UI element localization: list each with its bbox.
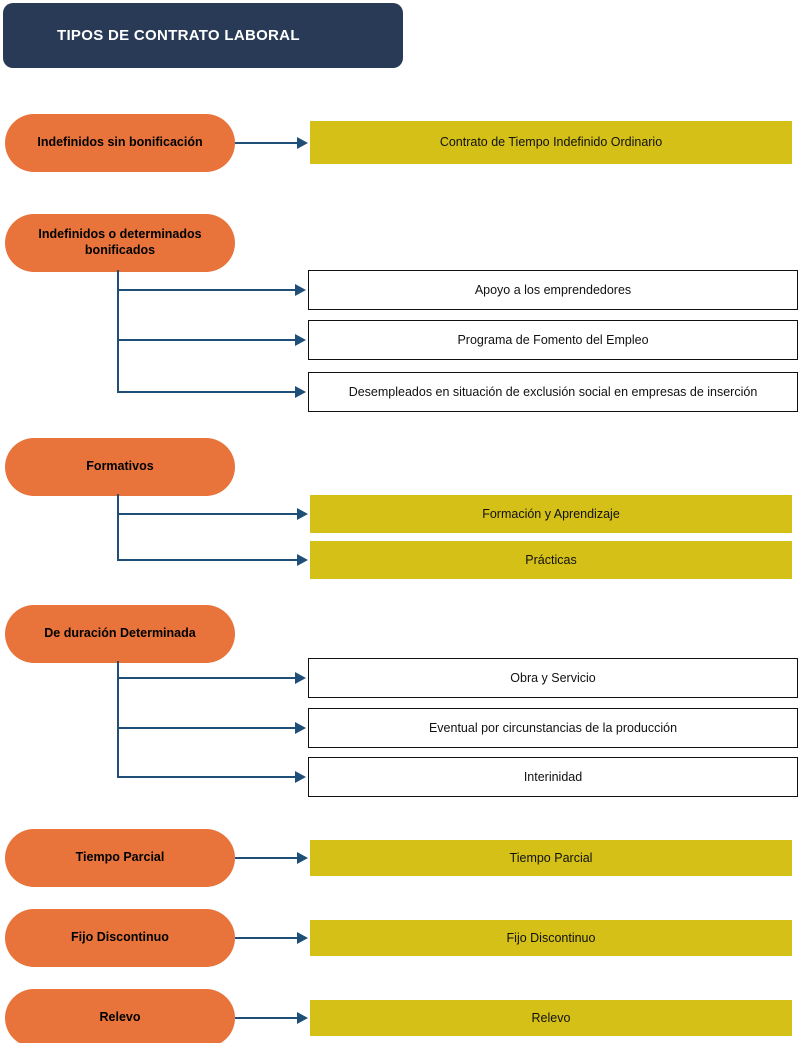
item-bar-3-1[interactable]: Eventual por circunstancias de la produc… — [308, 708, 798, 748]
category-pill-5[interactable]: Fijo Discontinuo — [5, 909, 235, 967]
category-pill-3[interactable]: De duración Determinada — [5, 605, 235, 663]
connector-line-6-0 — [235, 1017, 297, 1019]
connector-arrowhead-0-0 — [297, 136, 308, 149]
item-bar-label: Interinidad — [523, 769, 583, 784]
category-pill-label: Formativos — [86, 459, 154, 474]
item-bar-label: Apoyo a los emprendedores — [474, 282, 632, 297]
item-bar-label: Programa de Fomento del Empleo — [457, 332, 649, 347]
item-bar-label: Fijo Discontinuo — [506, 930, 596, 945]
connector-trunk-3 — [117, 661, 119, 777]
diagram-title-banner: TIPOS DE CONTRATO LABORAL — [3, 3, 403, 68]
connector-arrowhead-1-0 — [295, 284, 306, 296]
connector-line-2-1 — [117, 559, 297, 561]
item-bar-0-0[interactable]: Contrato de Tiempo Indefinido Ordinario — [310, 121, 792, 164]
connector-arrowhead-4-0 — [297, 852, 308, 864]
item-bar-label: Formación y Aprendizaje — [482, 506, 620, 521]
category-pill-label: Relevo — [99, 1010, 141, 1025]
item-bar-1-0[interactable]: Apoyo a los emprendedores — [308, 270, 798, 310]
item-bar-label: Contrato de Tiempo Indefinido Ordinario — [439, 135, 663, 149]
category-pill-label: Fijo Discontinuo — [71, 930, 169, 945]
connector-line-5-0 — [235, 937, 297, 939]
connector-line-3-2 — [117, 776, 295, 778]
item-bar-label: Desempleados en situación de exclusión s… — [348, 384, 758, 399]
item-bar-label: Prácticas — [525, 552, 577, 567]
connector-line-3-0 — [117, 677, 295, 679]
item-bar-3-2[interactable]: Interinidad — [308, 757, 798, 797]
connector-line-2-0 — [117, 513, 297, 515]
connector-line-3-1 — [117, 727, 295, 729]
item-bar-5-0[interactable]: Fijo Discontinuo — [310, 920, 792, 956]
category-pill-4[interactable]: Tiempo Parcial — [5, 829, 235, 887]
category-pill-label: De duración Determinada — [44, 626, 196, 641]
connector-arrowhead-1-2 — [295, 386, 306, 398]
connector-arrowhead-3-1 — [295, 722, 306, 734]
connector-arrowhead-3-0 — [295, 672, 306, 684]
item-bar-6-0[interactable]: Relevo — [310, 1000, 792, 1036]
category-pill-label: Indefinidos o determinados bonificados — [38, 227, 202, 257]
connector-arrowhead-1-1 — [295, 334, 306, 346]
connector-line-1-0 — [117, 289, 295, 291]
connector-arrowhead-6-0 — [297, 1012, 308, 1024]
connector-line-0-0 — [235, 141, 297, 144]
connector-trunk-2 — [117, 494, 119, 560]
category-pill-label: Tiempo Parcial — [75, 850, 165, 865]
category-pill-2[interactable]: Formativos — [5, 438, 235, 496]
connector-arrowhead-2-0 — [297, 508, 308, 520]
connector-line-4-0 — [235, 857, 297, 859]
item-bar-label: Obra y Servicio — [510, 670, 596, 685]
item-bar-label: Relevo — [531, 1010, 571, 1025]
item-bar-1-1[interactable]: Programa de Fomento del Empleo — [308, 320, 798, 360]
item-bar-label: Tiempo Parcial — [509, 850, 593, 865]
connector-arrowhead-5-0 — [297, 932, 308, 944]
item-bar-2-0[interactable]: Formación y Aprendizaje — [310, 495, 792, 533]
connector-arrowhead-3-2 — [295, 771, 306, 783]
category-pill-6[interactable]: Relevo — [5, 989, 235, 1043]
connector-line-1-2 — [117, 391, 295, 393]
item-bar-4-0[interactable]: Tiempo Parcial — [310, 840, 792, 876]
category-pill-0[interactable]: Indefinidos sin bonificación — [5, 114, 235, 172]
connector-trunk-1 — [117, 270, 119, 392]
page-title: TIPOS DE CONTRATO LABORAL — [57, 27, 300, 44]
item-bar-1-2[interactable]: Desempleados en situación de exclusión s… — [308, 372, 798, 412]
category-pill-label: Indefinidos sin bonificación — [37, 135, 203, 150]
item-bar-3-0[interactable]: Obra y Servicio — [308, 658, 798, 698]
item-bar-label: Eventual por circunstancias de la produc… — [428, 720, 678, 735]
connector-line-1-1 — [117, 339, 295, 341]
item-bar-2-1[interactable]: Prácticas — [310, 541, 792, 579]
connector-arrowhead-2-1 — [297, 554, 308, 566]
category-pill-1[interactable]: Indefinidos o determinados bonificados — [5, 214, 235, 272]
